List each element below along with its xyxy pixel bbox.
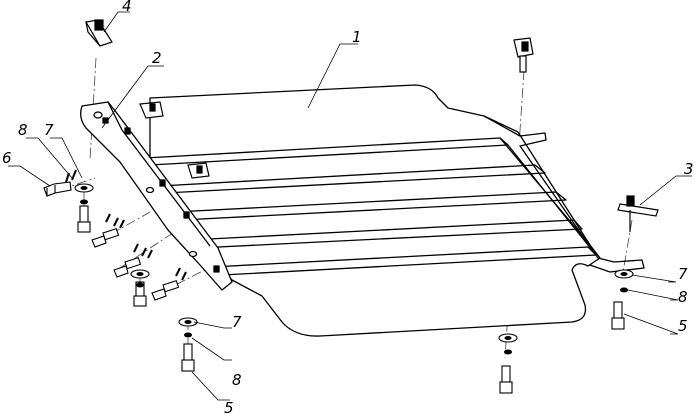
callout-part-7-bottom: 7	[232, 313, 242, 331]
bolt-part-5-bottom	[181, 343, 195, 372]
bolt-part-5-center	[499, 365, 513, 394]
callout-part-8-left: 8	[18, 121, 28, 139]
clip-nut-top-right	[513, 37, 534, 73]
leader-lines	[8, 11, 692, 401]
callout-part-7-left: 7	[44, 121, 54, 139]
callout-part-6: 6	[2, 149, 12, 167]
callout-part-8-right: 8	[678, 288, 688, 306]
bolt-left-4	[133, 281, 147, 307]
bolt-left-5	[151, 279, 180, 301]
bolts	[43, 181, 625, 394]
bolt-left-2	[91, 227, 120, 248]
callout-part-7-right: 7	[678, 265, 688, 283]
callout-part-5-bottom: 5	[224, 399, 234, 417]
clip-nut-part-3	[617, 195, 659, 232]
washers	[74, 183, 634, 343]
bolt-left-3	[113, 256, 142, 278]
callout-part-4: 4	[122, 0, 132, 15]
callout-part-3: 3	[684, 160, 694, 178]
callout-part-1: 1	[352, 28, 362, 46]
panel-mount-tabs	[139, 101, 210, 179]
callout-part-2: 2	[152, 49, 162, 67]
bolt-part-5-right	[611, 301, 625, 330]
skid-plate-rear-flange	[483, 115, 645, 273]
bolt-part-6	[43, 181, 72, 197]
skid-plate-part-1	[144, 84, 645, 337]
lock-washers	[65, 169, 628, 355]
bolt-left-1	[77, 205, 91, 233]
stiffening-ribs	[144, 137, 597, 276]
callout-part-5-right: 5	[678, 317, 688, 335]
clip-nut-part-4	[85, 19, 113, 47]
front-bracket-part-2	[80, 101, 233, 291]
callout-part-8-bottom: 8	[232, 371, 242, 389]
